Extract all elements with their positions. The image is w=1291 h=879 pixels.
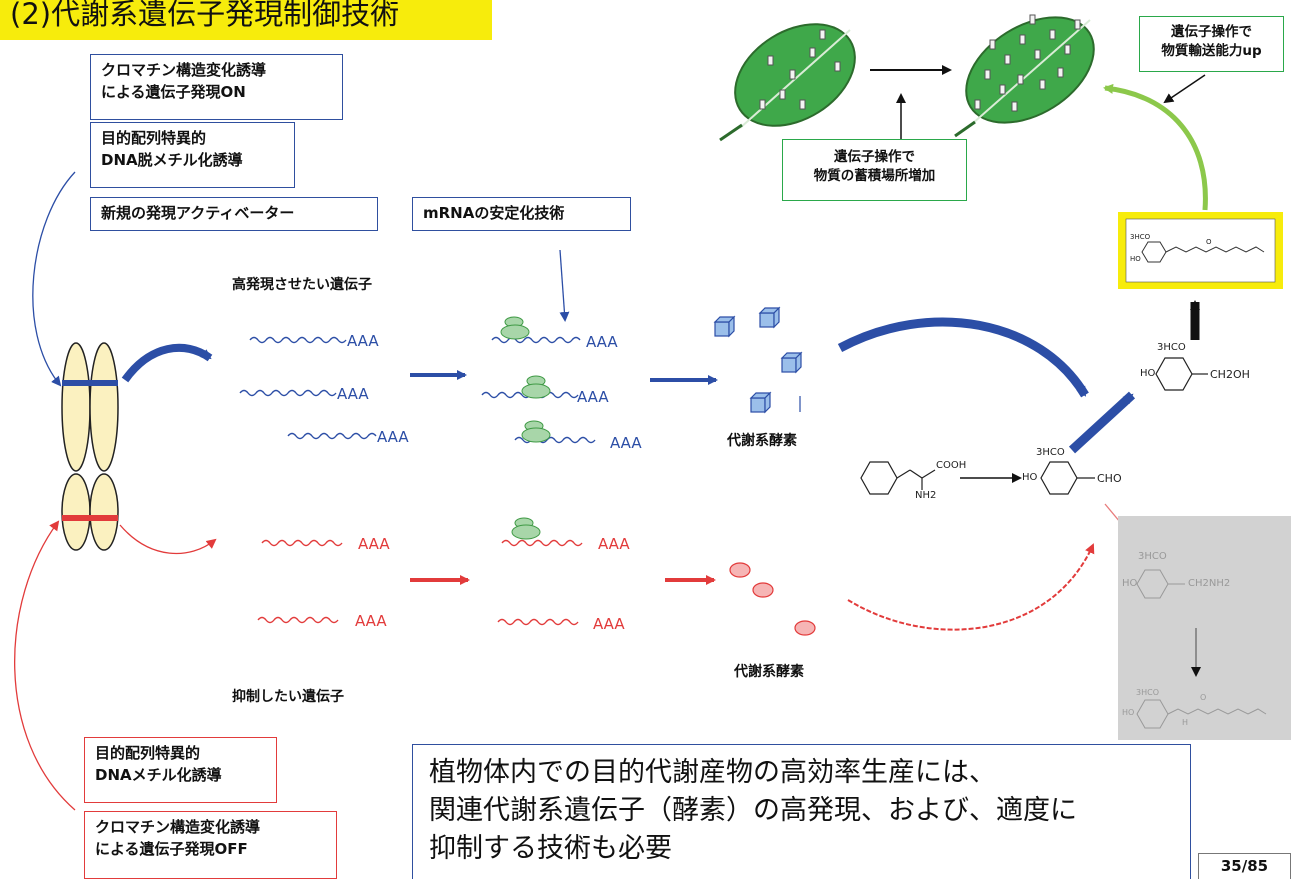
- slide-title: (2)代謝系遺伝子発現制御技術: [0, 0, 492, 40]
- gene-band-red: [62, 515, 118, 521]
- ho-label: HO: [1022, 472, 1038, 483]
- chromosome-arrow-red: [119, 524, 217, 555]
- cho-label: CHO: [1097, 472, 1122, 485]
- accumulation-box: 遺伝子操作で 物質の蓄積場所増加: [782, 139, 967, 201]
- transport-pointer: [1163, 74, 1206, 104]
- product-arrow-blue: [1068, 391, 1136, 454]
- polya-tail: AAA: [610, 434, 642, 452]
- nh2-label: NH2: [915, 490, 937, 501]
- transport-box: 遺伝子操作で 物質輸送能力up: [1139, 16, 1284, 72]
- h3co-label: 3HCO: [1130, 233, 1151, 241]
- ho-label: HO: [1122, 708, 1135, 717]
- vanillyl-alcohol-structure: [1155, 357, 1208, 391]
- leaf-right: [954, 14, 1095, 138]
- suppressed-gene-label: 抑制したい遺伝子: [232, 689, 344, 705]
- polya-tail: AAA: [586, 333, 618, 351]
- pathway-arrow-blue: [837, 317, 1089, 398]
- ho-label: HO: [1140, 368, 1156, 379]
- polya-tail: AAA: [593, 615, 625, 633]
- enzyme-label-red: 代謝系酵素: [734, 664, 804, 680]
- gene-band-blue: [62, 380, 118, 386]
- ribosomes: [500, 316, 551, 540]
- high-expression-gene-label: 高発現させたい遺伝子: [232, 277, 372, 293]
- pathway-arrow-red: [847, 543, 1095, 631]
- ho-label: HO: [1122, 578, 1138, 589]
- green-arrow: [1103, 83, 1208, 211]
- suppressed-products-panel: [1118, 516, 1291, 740]
- phenylalanine-structure: [860, 461, 936, 495]
- demethylation-box: 目的配列特異的 DNA脱メチル化誘導: [90, 122, 295, 188]
- activation-curve: [32, 171, 76, 387]
- chromosome-pair: [61, 342, 119, 551]
- mrna-pointer: [559, 249, 570, 322]
- ch2nh2-label: CH2NH2: [1188, 578, 1231, 589]
- suppressed-structures: [1136, 569, 1267, 729]
- h3co-label: 3HCO: [1036, 447, 1065, 458]
- mrna-blue-group: [239, 336, 596, 444]
- polya-tail: AAA: [337, 385, 369, 403]
- enzyme-ovals-red: [729, 562, 816, 636]
- enzyme-label-blue: 代謝系酵素: [727, 433, 797, 449]
- methylation-box: 目的配列特異的 DNAメチル化誘導: [84, 737, 277, 803]
- polya-tail: AAA: [577, 388, 609, 406]
- h3co-label: 3HCO: [1136, 688, 1159, 697]
- activator-box: 新規の発現アクティベーター: [90, 197, 378, 231]
- vanillin-structure: [1040, 461, 1095, 495]
- polya-tail: AAA: [355, 612, 387, 630]
- page-number: 35/85: [1198, 853, 1291, 879]
- leaf-left: [719, 23, 856, 142]
- cooh-label: COOH: [936, 460, 967, 471]
- ester-o-label: O: [1206, 238, 1212, 246]
- mrna-red-group: [257, 539, 583, 626]
- chromosome-arrow-blue: [121, 343, 213, 383]
- enzyme-cubes-blue: [713, 306, 803, 414]
- polya-tail: AAA: [598, 535, 630, 553]
- polya-tail: AAA: [347, 332, 379, 350]
- ho-label: HO: [1130, 255, 1141, 263]
- capsinoid-structure: [1141, 241, 1265, 263]
- h3co-label: 3HCO: [1157, 342, 1186, 353]
- mrna-stabilization-box: mRNAの安定化技術: [412, 197, 631, 231]
- chromatin-off-box: クロマチン構造変化誘導 による遺伝子発現OFF: [84, 811, 337, 879]
- summary-text-box: 植物体内での目的代謝産物の高効率生産には、 関連代謝系遺伝子（酵素）の高発現、お…: [412, 744, 1191, 879]
- suppression-curve: [14, 520, 76, 811]
- amide-h-label: H: [1182, 718, 1189, 727]
- polya-tail: AAA: [358, 535, 390, 553]
- amide-o-label: O: [1200, 693, 1207, 702]
- polya-tail: AAA: [377, 428, 409, 446]
- chromatin-on-box: クロマチン構造変化誘導 による遺伝子発現ON: [90, 54, 343, 120]
- h3co-label: 3HCO: [1138, 551, 1167, 562]
- ch2oh-label: CH2OH: [1210, 368, 1250, 381]
